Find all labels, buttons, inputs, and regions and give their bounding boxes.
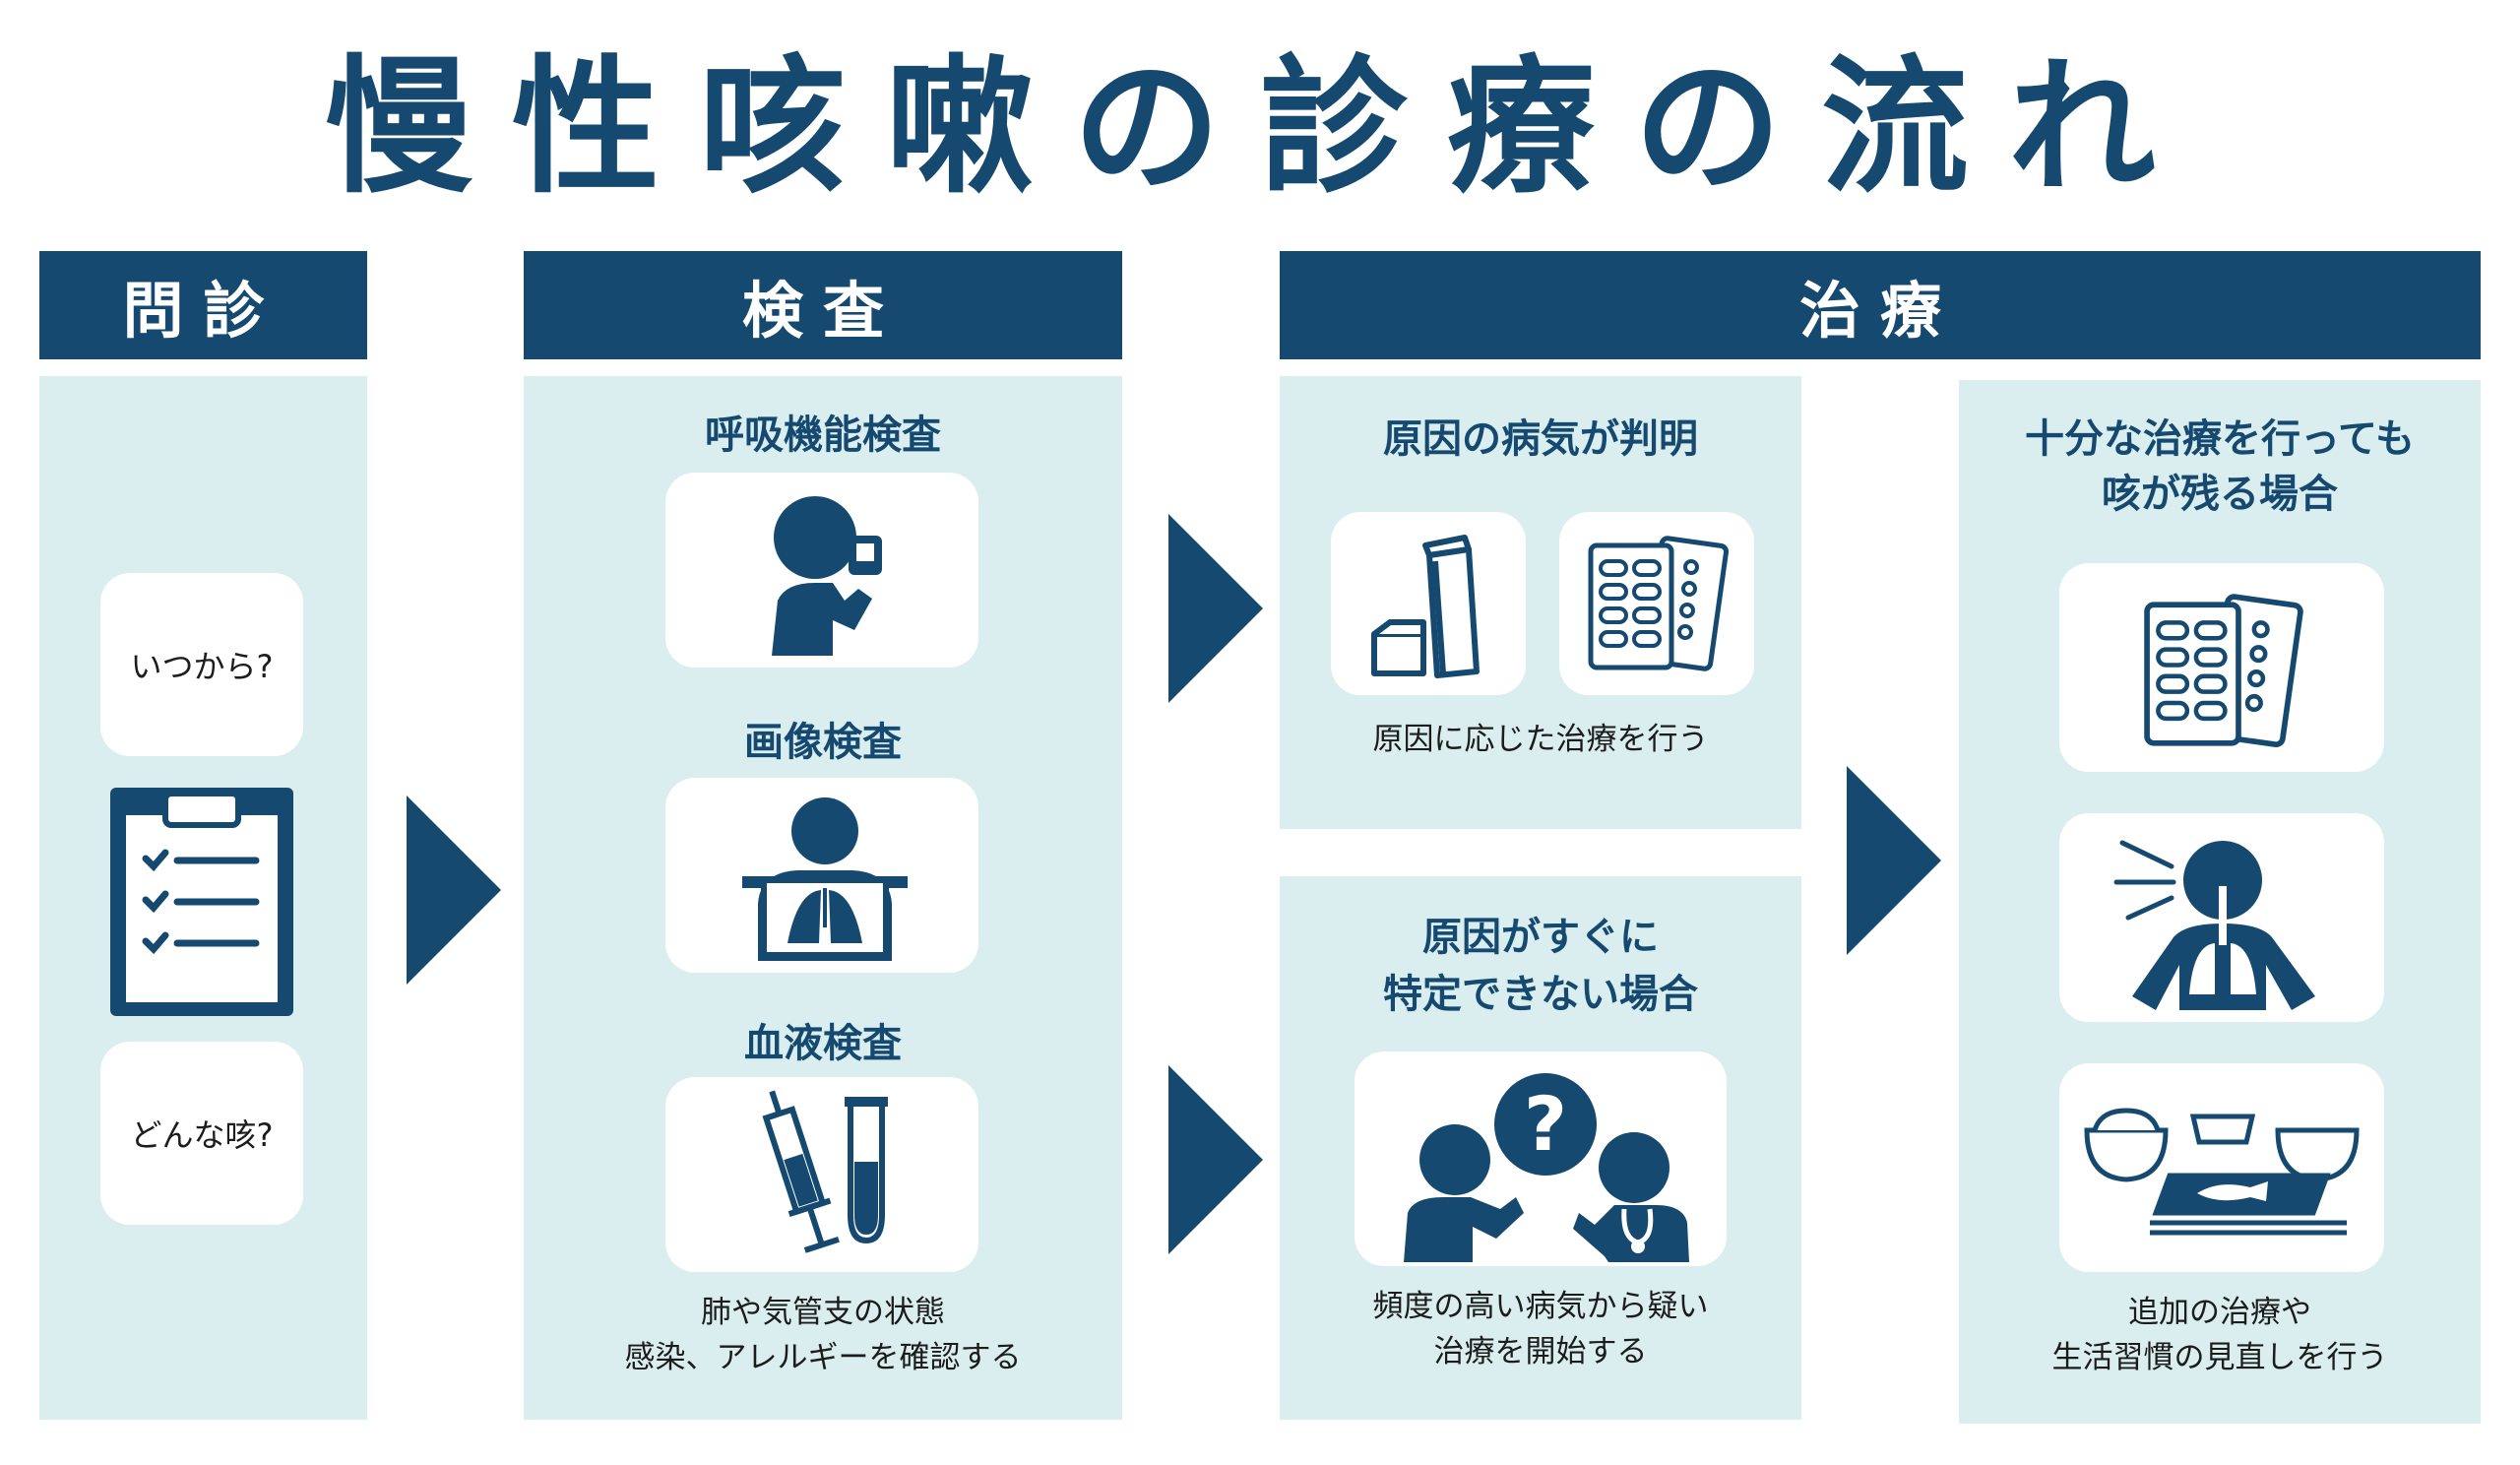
coughing-person-lungs-icon (2112, 827, 2333, 1010)
persistent-title-line2: 咳が残る場合 (2102, 472, 2338, 517)
header-treatment: 治療 (1280, 251, 2481, 359)
consultation-box: ? (1354, 1051, 1727, 1266)
exam-panel: 呼吸機能検査 画像検査 血液検査 (524, 376, 1122, 1420)
exam-label-imaging: 画像検査 (744, 720, 902, 765)
pill-box (1559, 512, 1754, 695)
header-interview: 問診 (39, 251, 367, 359)
persistent-pill-box (2059, 563, 2384, 772)
treatment-known-panel: 原因の病気が判明 (1280, 376, 1801, 829)
unknown-caption-line1: 頻度の高い病気から疑い (1372, 1289, 1709, 1324)
exam-caption-line1: 肺や気管支の状態 (701, 1295, 945, 1330)
xray-person-icon (738, 796, 912, 961)
persistent-meal-box (2059, 1063, 2384, 1272)
treatment-persistent-panel: 十分な治療を行っても 咳が残る場合 (1959, 380, 2481, 1424)
question-what-kind: どんな咳? (100, 1042, 303, 1225)
patient-doctor-question-icon: ? (1398, 1065, 1693, 1262)
interview-panel: いつから? どんな咳? (39, 376, 367, 1420)
syringe-test-tube-icon (760, 1087, 898, 1264)
unknown-caption-line2: 治療を開始する (1433, 1334, 1648, 1369)
header-exam: 検査 (524, 251, 1122, 359)
exam-label-blood: 血液検査 (744, 1021, 902, 1066)
japanese-meal-icon (2081, 1103, 2366, 1237)
pill-blister-pack-icon (2138, 587, 2305, 752)
spirometry-person-icon (764, 492, 892, 656)
inhaler-icon (1366, 532, 1494, 679)
pill-blister-pack-icon (1583, 534, 1731, 671)
unknown-title-line1: 原因がすぐに (1422, 915, 1659, 960)
known-title: 原因の病気が判明 (1383, 416, 1698, 462)
exam-box-respiratory (665, 473, 978, 668)
treatment-unknown-panel: 原因がすぐに 特定できない場合 ? 頻度の高い病気から疑い 治療を開始する (1280, 876, 1801, 1420)
exam-label-respiratory: 呼吸機能検査 (705, 413, 941, 458)
svg-text:?: ? (1524, 1080, 1567, 1168)
question-when: いつから? (100, 573, 303, 756)
persistent-caption-line1: 追加の治療や (2128, 1295, 2311, 1330)
flow-arrow (1847, 766, 1941, 955)
unknown-title-line2: 特定できない場合 (1383, 972, 1698, 1017)
page-title: 慢性咳嗽の診療の流れ (324, 42, 2195, 214)
exam-box-imaging (665, 778, 978, 973)
persistent-caption-line2: 生活習慣の見直しを行う (2051, 1340, 2388, 1375)
exam-box-blood (665, 1077, 978, 1272)
persistent-title-line1: 十分な治療を行っても (2025, 416, 2415, 462)
persistent-cough-box (2059, 813, 2384, 1022)
inhaler-box (1331, 512, 1526, 695)
flow-arrow (1168, 514, 1263, 703)
known-caption: 原因に応じた治療を行う (1372, 722, 1709, 757)
flow-arrow (1168, 1065, 1263, 1254)
flow-arrow (407, 796, 501, 985)
clipboard-checklist-icon (110, 788, 293, 1016)
exam-caption-line2: 感染、アレルギーを確認する (624, 1340, 1022, 1375)
